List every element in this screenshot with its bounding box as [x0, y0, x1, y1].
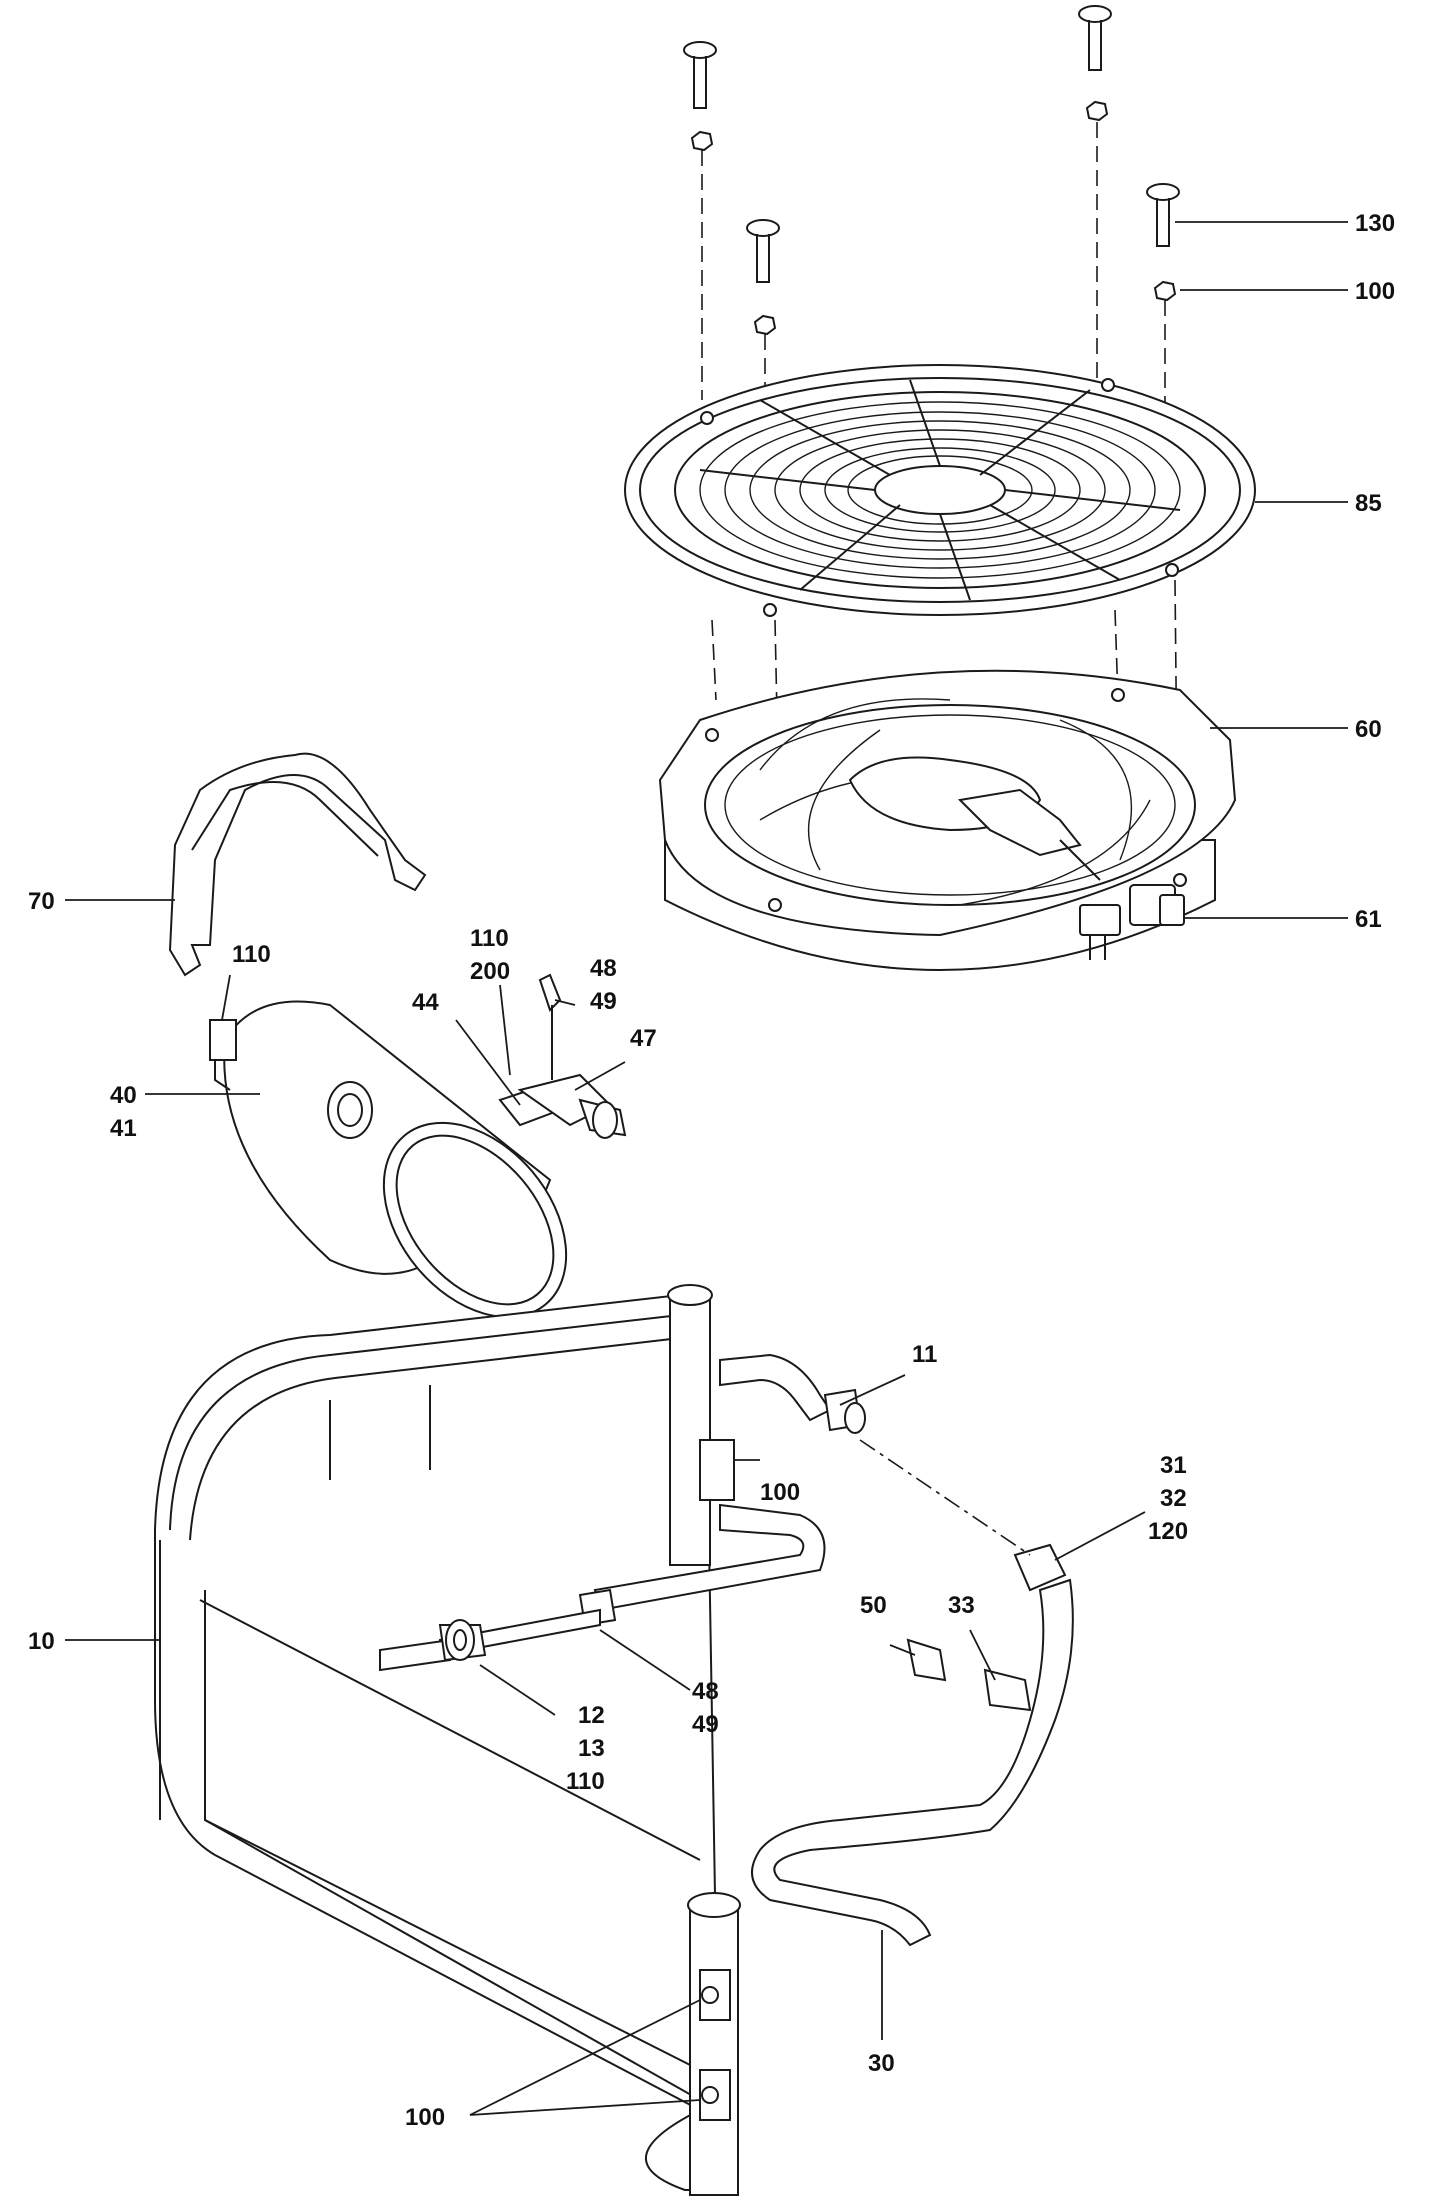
callout-100-top: 100 — [1355, 278, 1395, 305]
callout-50: 50 — [860, 1592, 887, 1619]
callout-11: 11 — [912, 1341, 937, 1368]
callout-120: 120 — [1148, 1518, 1188, 1545]
callout-30: 30 — [868, 2050, 895, 2077]
callout-13: 13 — [578, 1735, 605, 1762]
callout-70: 70 — [28, 888, 55, 915]
callout-10: 10 — [28, 1628, 55, 1655]
callout-200: 200 — [470, 958, 510, 985]
callout-49-bot: 49 — [692, 1711, 719, 1738]
receiver-drier — [209, 973, 627, 1319]
callout-60: 60 — [1355, 716, 1382, 743]
callout-41: 41 — [110, 1115, 137, 1142]
callout-110-c: 110 — [566, 1768, 605, 1795]
callout-44: 44 — [412, 989, 439, 1016]
callout-40: 40 — [110, 1082, 137, 1109]
bolt-group — [683, 5, 1180, 881]
bolt-4 — [1146, 183, 1180, 302]
callout-110-a: 110 — [232, 941, 271, 968]
hose-assembly — [751, 1439, 1074, 1947]
callout-32: 32 — [1160, 1485, 1187, 1512]
callout-110-b: 110 — [470, 925, 509, 952]
callout-47: 47 — [630, 1025, 657, 1052]
callout-61: 61 — [1355, 906, 1382, 933]
fan-guard — [624, 364, 1256, 617]
callout-100-mid: 100 — [760, 1479, 800, 1506]
callout-48-top: 48 — [590, 955, 617, 982]
bolt-3 — [746, 219, 780, 336]
bolt-2 — [1078, 5, 1112, 122]
callout-48-bot: 48 — [692, 1678, 719, 1705]
callout-130: 130 — [1355, 210, 1395, 237]
condenser — [154, 1284, 866, 2196]
callout-85: 85 — [1355, 490, 1382, 517]
callout-100-bot: 100 — [405, 2104, 445, 2131]
callout-31: 31 — [1160, 1452, 1187, 1479]
fan-assembly — [658, 669, 1237, 971]
leader-lines — [65, 221, 1348, 2116]
callout-12: 12 — [578, 1702, 605, 1729]
bolt-1 — [683, 41, 717, 152]
callout-49-top: 49 — [590, 988, 617, 1015]
callout-labels: 130 100 85 60 61 70 110 110 200 48 49 44… — [28, 210, 1395, 2131]
strap-bracket — [168, 752, 427, 977]
callout-33: 33 — [948, 1592, 975, 1619]
